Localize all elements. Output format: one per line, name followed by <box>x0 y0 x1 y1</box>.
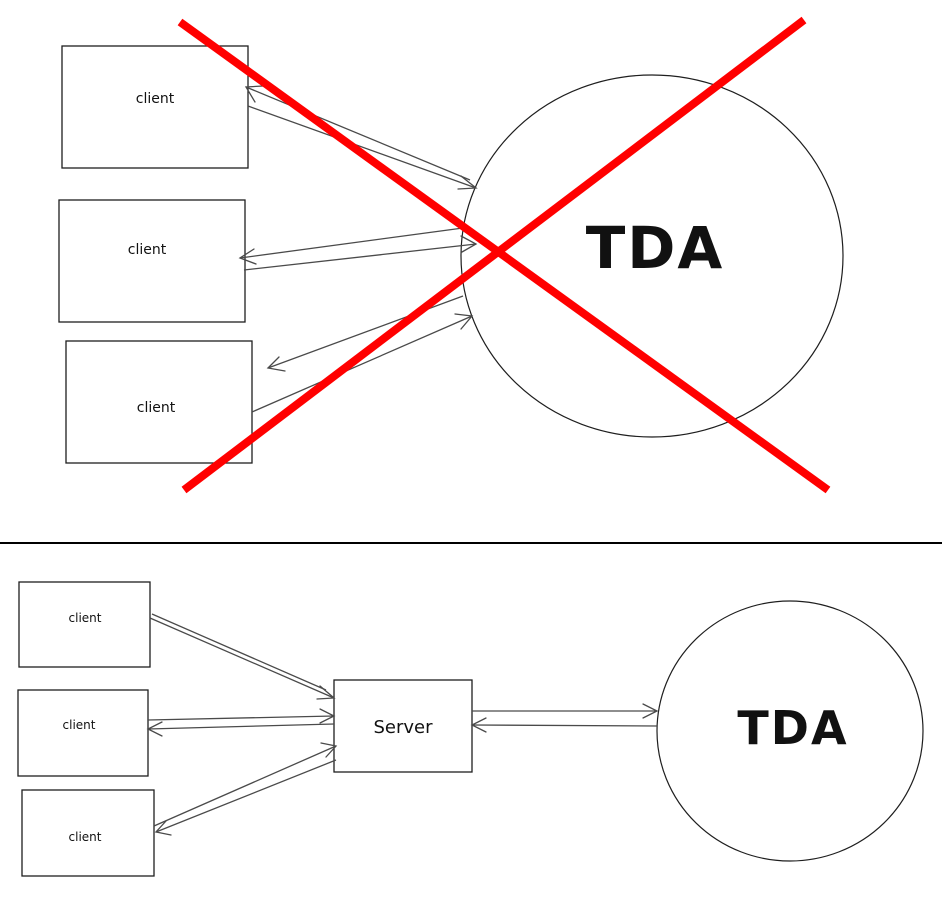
top-client-1: client <box>61 45 249 169</box>
bottom-arrow-2-out-head <box>319 708 336 724</box>
bottom-client-1-label: client <box>69 611 102 625</box>
server-tda-arrow-in-head <box>470 717 487 733</box>
top-client-3-box <box>65 340 253 464</box>
bottom-tda-circle <box>656 600 924 862</box>
bottom-tda: TDA <box>656 600 924 862</box>
top-arrow-2-in <box>239 227 464 259</box>
top-arrow-1-in-head <box>244 85 264 103</box>
bottom-client-2-box <box>17 689 149 777</box>
bottom-client-3-box <box>21 789 155 877</box>
bottom-arrows <box>146 613 659 836</box>
top-arrows <box>238 85 478 413</box>
bottom-arrow-3-in-head <box>154 820 172 836</box>
top-arrow-3-in-head <box>266 356 286 372</box>
bottom-arrow-3-out-head <box>320 742 338 758</box>
bottom-arrow-2-in <box>147 723 335 730</box>
top-arrow-2-in-head <box>238 248 257 265</box>
top-tda-circle <box>460 74 844 438</box>
server-box <box>333 679 473 773</box>
top-arrow-2-out <box>243 243 477 271</box>
server-node: Server <box>333 679 473 773</box>
bottom-diagram: client client client Server TDA <box>17 581 924 877</box>
bottom-tda-label: TDA <box>737 701 848 755</box>
server-tda-arrow-in <box>471 724 658 727</box>
bottom-arrow-2-in-head <box>146 721 163 737</box>
rejected-cross <box>177 16 831 494</box>
top-client-3: client <box>65 340 253 464</box>
bottom-arrow-3-out <box>153 745 337 827</box>
server-label: Server <box>373 717 433 738</box>
bottom-client-3-label: client <box>69 830 102 844</box>
server-tda-arrow-out-head <box>642 703 659 719</box>
cross-line-2 <box>181 16 807 494</box>
bottom-client-2-label: client <box>63 718 96 732</box>
top-arrow-3-out <box>251 315 473 413</box>
bottom-client-3: client <box>21 789 155 877</box>
top-client-2: client <box>58 199 246 323</box>
cross-line-1 <box>177 18 831 494</box>
top-tda-label: TDA <box>586 214 725 282</box>
top-arrow-1-out-head <box>457 175 478 190</box>
bottom-arrow-3-in <box>155 759 337 833</box>
top-client-1-label: client <box>136 91 175 107</box>
top-client-1-box <box>61 45 249 169</box>
top-arrow-2-out-head <box>460 235 478 253</box>
top-client-3-label: client <box>137 400 176 416</box>
top-client-2-box <box>58 199 246 323</box>
top-arrow-3-out-head <box>454 313 474 330</box>
bottom-client-1: client <box>18 581 151 668</box>
top-arrow-1-in <box>245 86 471 181</box>
top-diagram: client client client TDA <box>58 16 844 494</box>
bottom-client-1-box <box>18 581 151 668</box>
top-tda: TDA <box>460 74 844 438</box>
bottom-arrow-1-in <box>151 613 327 691</box>
bottom-arrow-2-out <box>147 715 335 721</box>
top-arrow-1-out <box>247 105 477 189</box>
top-client-2-label: client <box>128 242 167 258</box>
bottom-client-2: client <box>17 689 149 777</box>
bottom-arrow-1-out <box>149 617 335 699</box>
